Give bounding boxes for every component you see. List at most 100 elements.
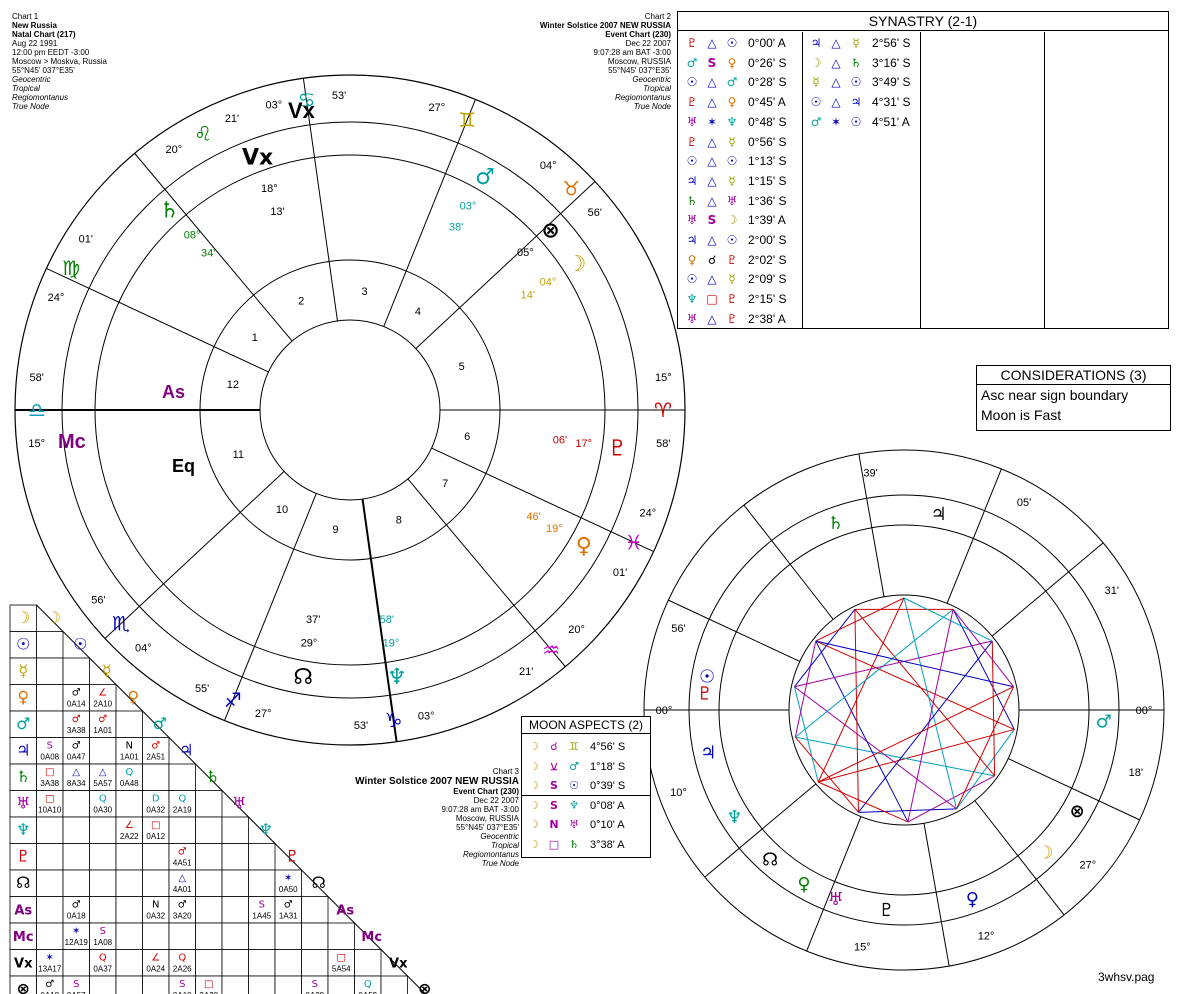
chart2-date: Dec 22 2007 bbox=[625, 39, 671, 48]
orb-value: 0°56' S bbox=[748, 134, 787, 149]
orb-value: 1°18' S bbox=[590, 760, 626, 773]
orb-value: 4°31' S bbox=[872, 95, 911, 110]
chart2-type: Event Chart (230) bbox=[605, 30, 671, 39]
synastry-row: ♇△☉0°00' A bbox=[682, 34, 786, 53]
sign-glyph: ♎ bbox=[28, 398, 46, 422]
aspect-line bbox=[815, 640, 1014, 688]
aspect-line bbox=[858, 808, 957, 813]
planet-glyph: ♇ bbox=[726, 292, 738, 307]
planet-glyph: ♆ bbox=[387, 665, 407, 690]
planet-glyph: ⊗ bbox=[1070, 801, 1085, 822]
house-cusp-line bbox=[383, 99, 476, 327]
aspect-line bbox=[794, 736, 859, 813]
synastry-row: ♄△♅1°36' S bbox=[682, 192, 787, 211]
aspect-line bbox=[854, 609, 995, 777]
planet-glyph: ☽ bbox=[567, 252, 587, 277]
planet-glyph: ☿ bbox=[728, 272, 736, 287]
orb-value: 1°13' S bbox=[748, 154, 787, 169]
planet-glyph: ♂ bbox=[686, 55, 698, 70]
house-cusp-line bbox=[858, 453, 885, 597]
cusp-degree: 27° bbox=[1080, 859, 1097, 871]
planet-glyph: ☿ bbox=[728, 173, 736, 188]
synastry-row: ☉△♂0°28' S bbox=[682, 73, 787, 92]
cusp-minute: 58' bbox=[30, 372, 44, 384]
moon-glyph: ☽ bbox=[529, 837, 539, 851]
planet-glyph: ♀ bbox=[576, 534, 592, 559]
planet-glyph: ☊ bbox=[293, 665, 313, 690]
planet-minute: 38' bbox=[449, 221, 463, 233]
planet-degree: 17° bbox=[575, 438, 592, 450]
planet-glyph: ☽ bbox=[810, 55, 822, 70]
sign-glyph: ♈ bbox=[654, 398, 672, 422]
sign-glyph: ♉ bbox=[562, 177, 580, 201]
planet-glyph: ♃ bbox=[686, 233, 698, 247]
moon-aspects-panel: MOON ASPECTS (2) ☽☌♊4°56' S☽⚺♂1°18' S☽S☉… bbox=[521, 716, 651, 858]
house-number: 9 bbox=[332, 524, 338, 536]
sign-glyph: ♌ bbox=[194, 122, 212, 146]
house-cusp-line bbox=[1008, 758, 1140, 821]
orb-value: 0°08' A bbox=[590, 799, 625, 812]
cusp-minute: 01' bbox=[79, 233, 93, 245]
aspect-glyph: ⚺ bbox=[550, 759, 558, 773]
aspect-line bbox=[817, 597, 905, 783]
planet-glyph: ♆ bbox=[726, 807, 742, 828]
synastry-row: ♇△☿0°56' S bbox=[682, 133, 787, 152]
orb-value: 0°45' A bbox=[748, 95, 786, 110]
house-number: 6 bbox=[464, 431, 470, 443]
chart3-type: Event Chart (230) bbox=[453, 787, 519, 796]
planet-glyph: ☉ bbox=[686, 75, 698, 90]
aspect-line bbox=[854, 609, 859, 813]
aspect-line bbox=[903, 597, 993, 642]
aspect-glyph: △ bbox=[707, 36, 717, 50]
planet-glyph: ♀ bbox=[727, 55, 737, 70]
chart2-time: 9:07:28 am BAT -3:00 bbox=[593, 48, 671, 57]
synastry-row: ♂✶☉4°51' A bbox=[806, 113, 910, 132]
cusp-degree: 00° bbox=[1136, 705, 1153, 717]
planet-degree: 19° bbox=[546, 523, 563, 535]
planet-glyph: Vx bbox=[242, 145, 273, 170]
planet-minute: 46' bbox=[526, 511, 540, 523]
planet-glyph: ☉ bbox=[810, 95, 822, 110]
synastry-row: ☿△☉3°49' S bbox=[806, 73, 910, 92]
planet-glyph: ♃ bbox=[850, 95, 862, 110]
chart2-label: Chart 2 bbox=[644, 12, 671, 21]
aspect-glyph: △ bbox=[707, 154, 717, 169]
planet-glyph: ♃ bbox=[810, 36, 822, 50]
aspect-line bbox=[907, 609, 954, 823]
planet-minute: 13' bbox=[270, 206, 284, 218]
synastry-row: ☽△♄3°16' S bbox=[806, 54, 911, 73]
aspect-glyph: △ bbox=[707, 193, 717, 208]
aspect-glyph: △ bbox=[831, 36, 841, 50]
chart1-opt: Geocentric bbox=[12, 75, 51, 84]
planet-glyph: ☿ bbox=[812, 75, 820, 90]
aspect-glyph: ✶ bbox=[830, 114, 842, 129]
aspect-glyph: ✶ bbox=[706, 114, 718, 129]
chart2-header: Chart 2 Winter Solstice 2007 NEW RUSSIA … bbox=[540, 12, 671, 111]
chart3-opt: Geocentric bbox=[480, 832, 519, 841]
orb-value: 3°16' S bbox=[872, 55, 911, 70]
orb-value: 3°38' A bbox=[590, 838, 625, 851]
sign-glyph: ♒ bbox=[542, 638, 560, 662]
chart3-header: Chart 3 Winter Solstice 2007 NEW RUSSIA … bbox=[355, 767, 519, 868]
planet-glyph: ☉ bbox=[686, 154, 698, 169]
planet-glyph: ♇ bbox=[608, 437, 628, 462]
synastry-row: ♃△☿2°56' S bbox=[806, 34, 911, 53]
aspect-line bbox=[956, 729, 1015, 810]
planet-glyph: ♀ bbox=[727, 95, 737, 110]
cusp-degree: 15° bbox=[655, 372, 672, 384]
orb-value: 2°15' S bbox=[748, 292, 787, 307]
synastry-row: ♃△☿1°15' S bbox=[682, 172, 787, 191]
planet-glyph: ⊗ bbox=[541, 218, 559, 243]
aspect-glyph: N bbox=[549, 818, 559, 831]
chart2-coords: 55°N45' 037°E35' bbox=[608, 66, 671, 75]
planet-degree: 29° bbox=[301, 637, 318, 649]
planet-glyph: ♂ bbox=[569, 759, 579, 773]
cusp-minute: 53' bbox=[332, 90, 346, 102]
aspect-glyph: □ bbox=[706, 292, 718, 307]
aspect-glyph: S bbox=[550, 779, 558, 792]
cusp-degree: 10° bbox=[670, 787, 687, 799]
wheel-ring bbox=[788, 594, 1020, 826]
house-cusp-line bbox=[704, 783, 817, 878]
chart3-wheel: 00°18'31'05'12°15°39'56'10°00°27°♂⊗☽♀♇♅♀… bbox=[643, 449, 1165, 971]
chart2-opt: Regiomontanus bbox=[614, 93, 671, 102]
